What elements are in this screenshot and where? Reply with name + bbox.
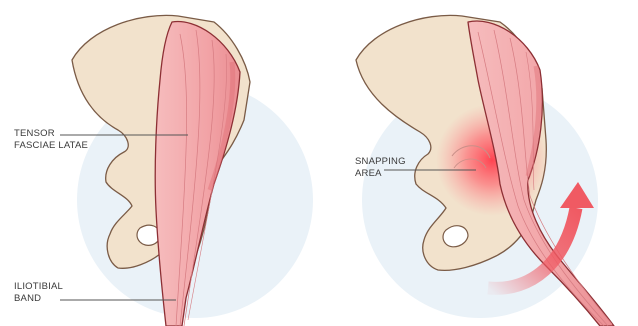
label-iliotibial-band: ILIOTIBIAL BAND: [14, 281, 63, 305]
label-tensor-fasciae-latae: TENSOR FASCIAE LATAE: [14, 128, 88, 152]
panel-normal-hip: [60, 15, 313, 326]
label-line: SNAPPING: [355, 156, 406, 168]
label-line: BAND: [14, 293, 63, 305]
label-line: TENSOR: [14, 128, 88, 140]
label-line: FASCIAE LATAE: [14, 140, 88, 152]
label-line: ILIOTIBIAL: [14, 281, 63, 293]
label-snapping-area: SNAPPING AREA: [355, 156, 406, 180]
label-line: AREA: [355, 168, 406, 180]
